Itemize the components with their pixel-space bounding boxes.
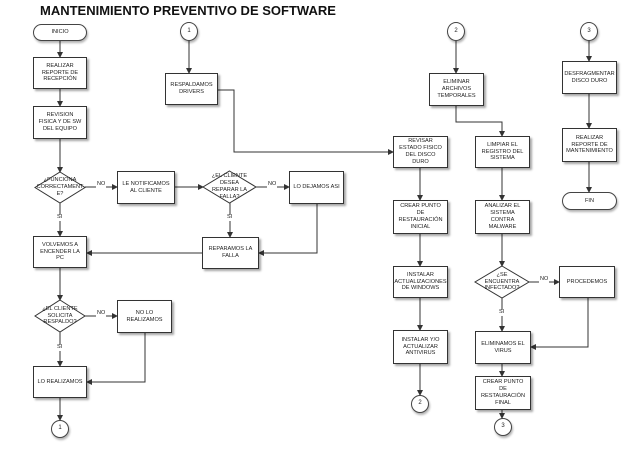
process-label: CREAR PUNTO DE RESTAURACIÓN INICIAL [398,203,443,230]
process-limpiar-registro[interactable]: LIMPIAR EL REGISTRO DEL SISTEMA [475,136,530,168]
process-dejamos-asi[interactable]: LO DEJAMOS ASI [289,171,344,204]
process-instalar-antivirus[interactable]: INSTALAR Y/O ACTUALIZAR ANTIVIRUS [393,330,448,364]
edge-dejamos-reparamos [258,204,318,256]
process-label: ELIMINAR ARCHIVOS TEMPORALES [437,79,476,99]
decision-diamond-shape [34,299,86,333]
decision-funciona[interactable]: ¿FUNCIONA CORRECTAMENT E? [34,171,86,204]
process-label: PROCEDEMOS [566,278,608,285]
decision-diamond-shape [474,265,530,299]
process-eliminar-temporales[interactable]: ELIMINAR ARCHIVOS TEMPORALES [429,73,484,106]
process-realizamos[interactable]: LO REALIZAMOS [33,366,87,398]
process-label: LO DEJAMOS ASI [293,184,340,190]
process-reparamos[interactable]: REPARAMOS LA FALLA [202,237,259,269]
process-reporte-mantenimiento[interactable]: REALIZAR REPORTE DE MANTENIMIENTO [562,128,617,162]
process-desfragmentar[interactable]: DESFRAGMENTAR DISCO DURO [562,61,617,94]
connector-label: 1 [58,425,62,432]
process-analizar-malware[interactable]: ANALIZAR EL SISTEMA CONTRA MALWARE [475,200,530,234]
connector-label: 2 [418,400,422,407]
decision-label: ¿FUNCIONA CORRECTAMENT E? [36,177,84,197]
connector-label: 1 [187,27,191,34]
process-reporte-recepcion[interactable]: REALIZAR REPORTE DE RECEPCIÓN [33,57,87,89]
process-volvemos-encender[interactable]: VOLVEMOS A ENCENDER LA PC [33,236,87,268]
edge-respaldamos-revisar [218,89,394,155]
process-label: REVISAR ESTADO FISICO DEL DISCO DURO [399,138,442,165]
process-eliminamos-virus[interactable]: ELIMINAMOS EL VIRUS [475,331,531,364]
edge-label-infectado-si: SI [498,309,506,316]
process-label: DESFRAGMENTAR DISCO DURO [564,70,615,84]
start-terminal[interactable]: INICIO [33,24,87,41]
process-label: ELIMINAMOS EL VIRUS [481,340,525,354]
connector-label: 3 [501,423,505,430]
edge-norealizamos-realizamos [86,333,146,385]
edge-label-respaldo-no: NO [96,310,107,317]
process-label: NO LO REALIZAMOS [126,309,163,323]
process-label: ANALIZAR EL SISTEMA CONTRA MALWARE [484,203,521,230]
decision-desea-reparar[interactable]: ¿EL CLIENTE DESEA REPARAR LA FALLA? [202,170,257,204]
edge-label-desea-si: SI [226,214,234,221]
process-label: INSTALAR Y/O ACTUALIZAR ANTIVIRUS [401,336,440,357]
edge-eliminar-limpiar [455,106,505,137]
edge-procedemos-eliminamos [530,298,589,350]
decision-label: ¿SE ENCUENTRA INFECTADO? [484,271,520,292]
connector-1-in[interactable]: 1 [180,22,198,41]
end-terminal-label: FIN [584,197,594,204]
edge-label-infectado-no: NO [539,276,550,283]
decision-label: ¿EL CLIENTE SOLICITA RESPALDO? [42,305,78,326]
decision-diamond-shape [202,170,257,204]
edge-label-desea-no: NO [267,181,278,188]
process-label: RESPALDAMOS DRIVERS [170,82,213,95]
connector-2-out[interactable]: 2 [411,395,429,413]
decision-solicita-respaldo[interactable]: ¿EL CLIENTE SOLICITA RESPALDO? [34,299,86,333]
process-punto-restauracion-final[interactable]: CREAR PUNTO DE RESTAURACIÓN FINAL [475,376,531,410]
process-respaldamos[interactable]: RESPALDAMOS DRIVERS [165,73,218,105]
process-label: REPARAMOS LA FALLA [208,246,253,259]
process-revision-fisica[interactable]: REVISION FISICA Y DE SW DEL EQUIPO [33,106,87,139]
process-no-realizamos[interactable]: NO LO REALIZAMOS [117,300,172,333]
connector-label: 3 [587,27,591,34]
process-notificamos[interactable]: LE NOTIFICAMOS AL CLIENTE [117,171,175,204]
connector-1-out[interactable]: 1 [51,420,69,438]
process-label: REALIZAR REPORTE DE RECEPCIÓN [41,62,79,83]
decision-label: ¿EL CLIENTE DESEA REPARAR LA FALLA? [211,173,248,200]
process-procedemos[interactable]: PROCEDEMOS [559,266,615,298]
connector-label: 2 [454,27,458,34]
process-label: LO REALIZAMOS [37,378,83,385]
process-label: INSTALAR ACTUALIZACIONES DE WINDOWS [394,271,447,292]
process-label: REALIZAR REPORTE DE MANTENIMIENTO [566,134,613,155]
decision-diamond-shape [34,171,86,204]
connector-3-in[interactable]: 3 [580,22,598,41]
edge-label-funciona-si: SI [56,214,64,221]
connector-3-out[interactable]: 3 [494,418,512,436]
start-terminal-label: INICIO [51,29,69,35]
edge-label-funciona-no: NO [96,181,107,188]
diagram-title: MANTENIMIENTO PREVENTIVO DE SOFTWARE [40,3,336,18]
process-instalar-actualizaciones[interactable]: INSTALAR ACTUALIZACIONES DE WINDOWS [393,266,448,298]
process-label: LE NOTIFICAMOS AL CLIENTE [122,180,170,194]
edge-label-respaldo-si: SI [56,344,64,351]
process-label: LIMPIAR EL REGISTRO DEL SISTEMA [481,141,524,162]
process-label: VOLVEMOS A ENCENDER LA PC [40,241,80,262]
process-label: CREAR PUNTO DE RESTAURACIÓN FINAL [480,379,526,406]
process-punto-restauracion-inicial[interactable]: CREAR PUNTO DE RESTAURACIÓN INICIAL [393,200,448,234]
process-label: REVISION FISICA Y DE SW DEL EQUIPO [38,112,82,132]
connector-2-in[interactable]: 2 [447,22,465,41]
decision-infectado[interactable]: ¿SE ENCUENTRA INFECTADO? [474,265,530,299]
process-revisar-disco[interactable]: REVISAR ESTADO FISICO DEL DISCO DURO [393,136,448,168]
end-terminal[interactable]: FIN [562,192,617,210]
